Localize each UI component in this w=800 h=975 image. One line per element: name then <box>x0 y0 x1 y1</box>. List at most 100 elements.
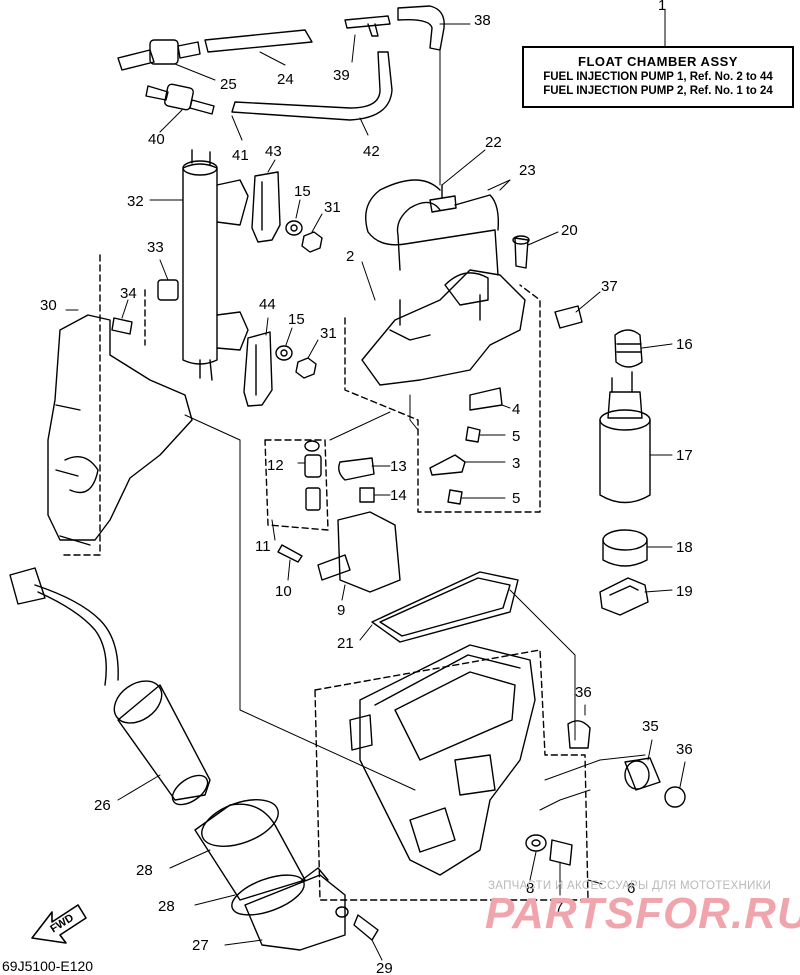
callout-17: 17 <box>676 447 693 464</box>
callout-40: 40 <box>148 131 165 148</box>
callout-2: 2 <box>346 248 354 265</box>
callout-39: 39 <box>333 67 350 84</box>
hose-42 <box>231 51 393 121</box>
callout-35: 35 <box>642 718 659 735</box>
callout-7: 7 <box>555 899 563 916</box>
bushing-33 <box>157 279 179 301</box>
diagram-code: 69J5100-E120 <box>2 958 94 974</box>
fuel-pump-26 <box>9 567 211 806</box>
callout-28b: 28 <box>158 898 175 915</box>
hose-38 <box>397 5 445 51</box>
callout-41: 41 <box>232 147 249 164</box>
sensor-37 <box>554 305 583 329</box>
callout-13: 13 <box>390 458 407 475</box>
callout-24: 24 <box>277 71 294 88</box>
callout-27: 27 <box>192 937 209 954</box>
callout-20: 20 <box>561 222 578 239</box>
fuel-cover-2 <box>361 269 526 386</box>
damper-16 <box>614 329 643 368</box>
callout-11: 11 <box>255 538 271 555</box>
bolt-14 <box>359 487 375 503</box>
callout-4: 4 <box>512 401 520 418</box>
callout-31b: 31 <box>320 325 337 342</box>
callout-42: 42 <box>363 143 380 160</box>
bracket-4 <box>469 387 503 411</box>
callout-5a: 5 <box>512 428 520 445</box>
callout-8: 8 <box>526 880 534 897</box>
callout-32: 32 <box>127 193 144 210</box>
callout-25: 25 <box>220 76 237 93</box>
washer-8 <box>525 834 547 852</box>
t-joint-39 <box>344 15 391 37</box>
float-chamber-body <box>349 644 536 876</box>
fitting-40 <box>145 83 215 115</box>
callout-30: 30 <box>40 297 57 314</box>
callout-43: 43 <box>265 143 282 160</box>
vapor-separator-32 <box>182 149 249 381</box>
fitting-25 <box>117 39 201 71</box>
grommet-15 <box>275 220 303 361</box>
callout-18: 18 <box>676 539 693 556</box>
pin-10 <box>277 544 303 563</box>
bushing-36 <box>567 720 686 808</box>
callout-labels: 1 2 3 4 5 5 6 7 8 9 10 11 12 13 14 15 15… <box>40 0 693 975</box>
grommet-35 <box>624 757 661 791</box>
fuel-pump-module-9 <box>317 511 401 593</box>
callout-19: 19 <box>676 583 693 600</box>
callout-37: 37 <box>601 278 618 295</box>
watermark-tagline: ЗАПЧАСТИ И АКСЕССУАРЫ ДЛЯ МОТОТЕХНИКИ <box>488 880 772 892</box>
callout-9: 9 <box>337 602 345 619</box>
filter-11 <box>304 454 322 511</box>
screw-5 <box>447 426 481 505</box>
title-line-3: FUEL INJECTION PUMP 2, Ref. No. 1 to 24 <box>543 85 773 97</box>
callout-38: 38 <box>474 12 491 29</box>
callout-14: 14 <box>390 487 407 504</box>
callout-33: 33 <box>147 239 164 256</box>
callout-1: 1 <box>658 0 666 14</box>
callout-5b: 5 <box>512 490 520 507</box>
callout-31a: 31 <box>324 199 341 216</box>
holder-19 <box>599 577 649 616</box>
title-line-2: FUEL INJECTION PUMP 1, Ref. No. 2 to 44 <box>543 71 773 83</box>
bracket-30 <box>47 314 193 546</box>
fwd-arrow-icon <box>31 904 87 944</box>
chamber-dash <box>314 649 589 901</box>
title-line-1: FLOAT CHAMBER ASSY <box>578 54 738 69</box>
bracket-30-dash <box>59 254 146 556</box>
callout-28a: 28 <box>136 862 153 879</box>
callout-21: 21 <box>337 635 354 652</box>
callout-23: 23 <box>519 162 536 179</box>
plate-3 <box>429 454 466 476</box>
callout-36a: 36 <box>575 684 592 701</box>
callout-3: 3 <box>512 455 520 472</box>
sleeve-28 <box>194 799 306 916</box>
bracket-43 <box>251 171 281 243</box>
cover-2-dash <box>344 284 541 513</box>
callout-16: 16 <box>676 336 693 353</box>
t-joint-22 <box>429 184 457 213</box>
watermark-logo: PARTSFOR.RU <box>485 889 800 938</box>
callout-29: 29 <box>376 960 393 975</box>
filter-group-11-dash <box>264 439 329 531</box>
callout-26: 26 <box>94 797 111 814</box>
screw-20 <box>512 235 530 269</box>
assembly-lines <box>184 47 646 885</box>
bolt-34 <box>111 317 133 335</box>
leader-lines <box>65 9 686 961</box>
clip-13 <box>338 457 375 481</box>
bracket-44 <box>243 331 273 407</box>
bolt-29 <box>335 906 379 941</box>
callout-22: 22 <box>485 134 502 151</box>
hose-23 <box>365 179 500 276</box>
holder-18 <box>602 529 648 567</box>
gasket-21 <box>371 571 519 643</box>
plug-7 <box>549 839 573 866</box>
title-box: FLOAT CHAMBER ASSY FUEL INJECTION PUMP 1… <box>522 46 794 108</box>
callout-15b: 15 <box>288 311 305 328</box>
callout-12: 12 <box>267 457 284 474</box>
callout-44: 44 <box>259 296 276 313</box>
oring-12 <box>304 440 320 452</box>
callout-6: 6 <box>627 880 635 897</box>
callout-36b: 36 <box>676 741 693 758</box>
